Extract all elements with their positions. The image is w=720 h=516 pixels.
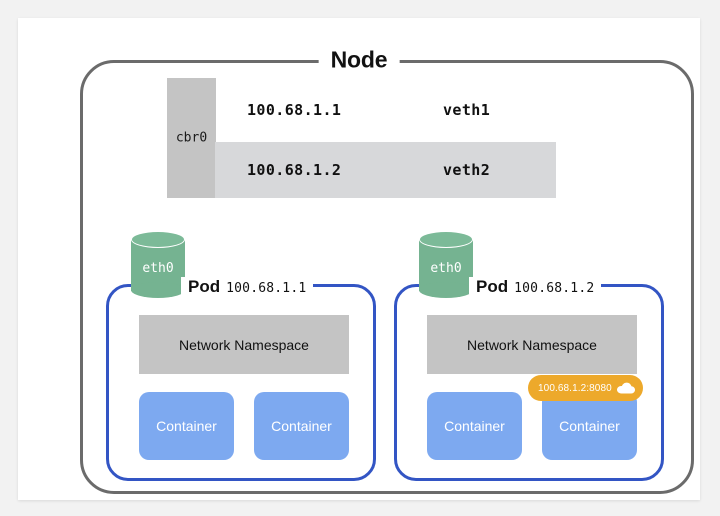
veth-row: 100.68.1.1 veth1 <box>215 78 556 142</box>
network-namespace-box: Network Namespace <box>139 315 349 374</box>
container-box: Container <box>139 392 234 460</box>
container-box: Container <box>427 392 522 460</box>
container-box: Container <box>254 392 349 460</box>
endpoint-badge-label: 100.68.1.2:8080 <box>538 382 612 394</box>
network-namespace-box: Network Namespace <box>427 315 637 374</box>
cloud-icon <box>616 382 635 394</box>
veth-interface-name: veth1 <box>443 101 491 119</box>
pod-title: Pod 100.68.1.2 <box>469 277 602 297</box>
veth-interface-name: veth2 <box>443 161 491 179</box>
veth-ip: 100.68.1.1 <box>247 101 342 119</box>
node-title: Node <box>318 46 400 74</box>
veth-row: 100.68.1.2 veth2 <box>215 142 556 198</box>
diagram-card: Node cbr0 100.68.1.1 veth1 100.68.1.2 ve… <box>18 18 700 500</box>
container-box: Container <box>542 392 637 460</box>
eth0-label: eth0 <box>142 261 174 276</box>
eth0-interface: eth0 <box>419 231 473 298</box>
cbr0-label: cbr0 <box>175 130 208 146</box>
cylinder-top-shape <box>419 231 473 248</box>
pod-container: eth0 Pod 100.68.1.2 Network Namespace Co… <box>394 231 664 481</box>
cylinder-bottom-shape <box>419 282 473 298</box>
eth0-interface: eth0 <box>131 231 185 298</box>
pod-container: eth0 Pod 100.68.1.1 Network Namespace Co… <box>106 231 376 481</box>
pod-ip-label: 100.68.1.2 <box>514 281 595 296</box>
pod-title-word: Pod <box>476 277 509 296</box>
cylinder-top-shape <box>131 231 185 248</box>
cbr0-bridge-box: cbr0 <box>167 78 216 198</box>
veth-row-highlight <box>215 142 556 198</box>
veth-ip: 100.68.1.2 <box>247 161 342 179</box>
endpoint-badge: 100.68.1.2:8080 <box>528 375 643 401</box>
cylinder-bottom-shape <box>131 282 185 298</box>
pod-title: Pod 100.68.1.1 <box>181 277 314 297</box>
pod-title-word: Pod <box>188 277 221 296</box>
eth0-label: eth0 <box>430 261 462 276</box>
pod-ip-label: 100.68.1.1 <box>226 281 307 296</box>
